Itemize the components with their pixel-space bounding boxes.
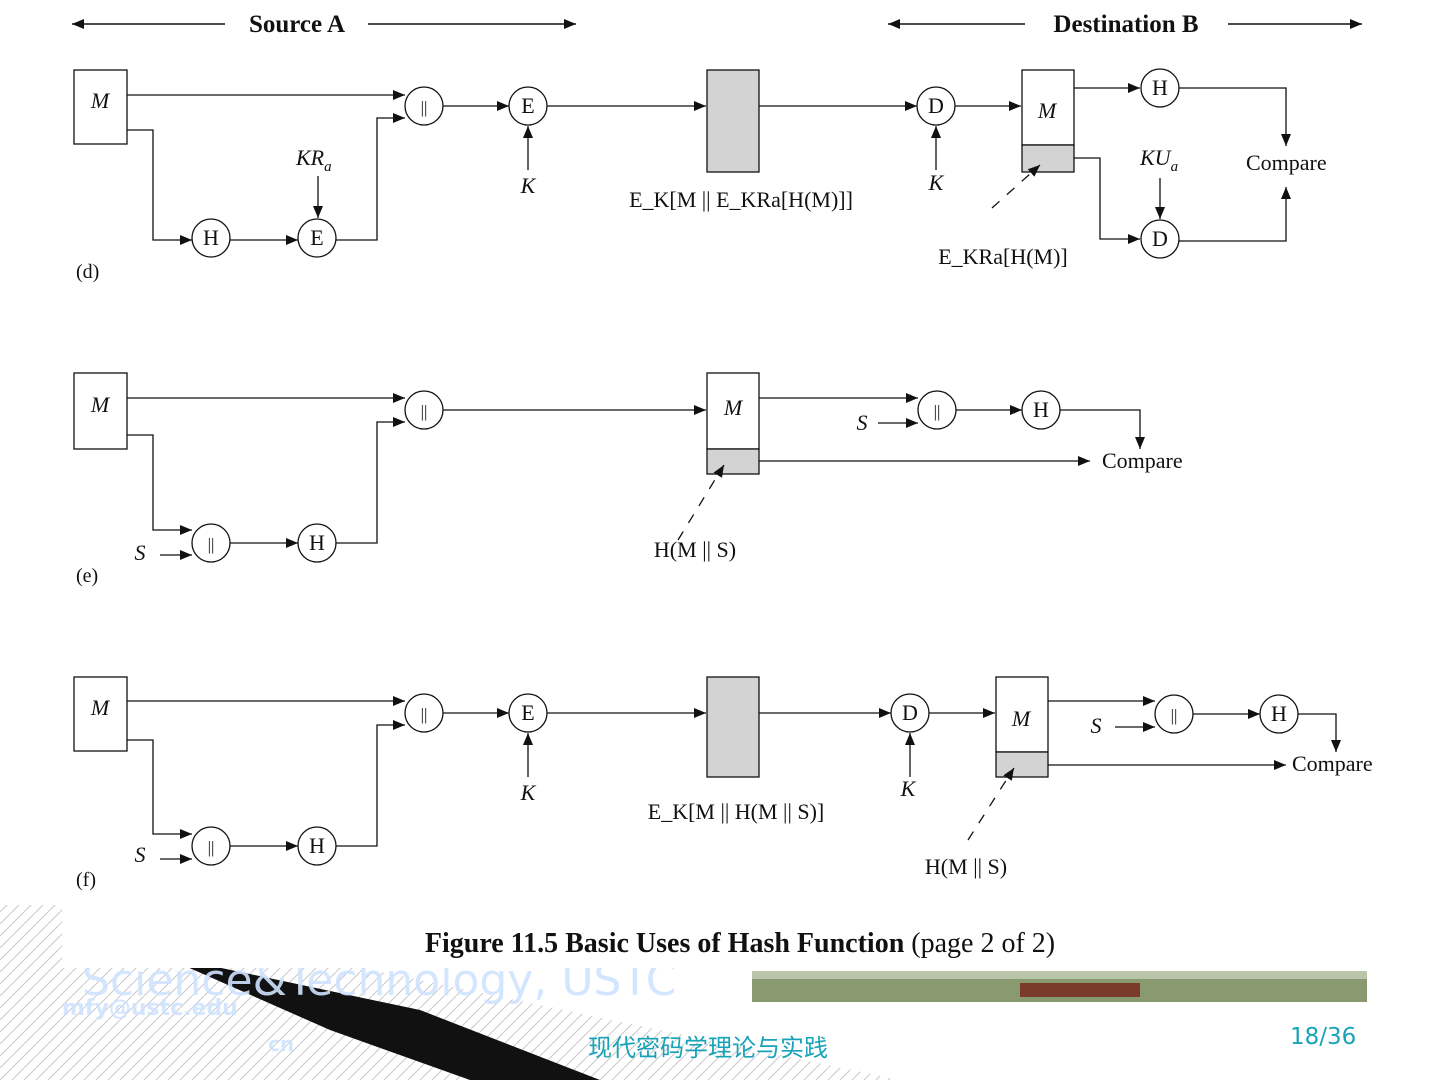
message-box-e (73, 372, 128, 450)
d-label: D (902, 700, 918, 725)
key-label: K (520, 780, 537, 805)
panel-tag-e: (e) (76, 565, 98, 587)
panel-d-text: M H E || E D H D M K K KRa KUa Compare E… (76, 75, 1327, 283)
watermark-email-tail: cn (268, 1032, 295, 1056)
h-label: H (203, 225, 219, 250)
page-number: 18/36 (1290, 1024, 1357, 1050)
code-label-d: E_KRa[H(M)] (938, 244, 1068, 269)
code-label-e: H(M || S) (654, 537, 736, 562)
hash-node-d (191, 218, 231, 258)
m-label: M (1037, 98, 1058, 123)
transmitted-block-f (706, 676, 760, 778)
concat-label: || (421, 402, 428, 421)
compare-label: Compare (1292, 751, 1373, 776)
m-label: M (90, 695, 111, 720)
salt-label: S (857, 410, 868, 435)
key-label: K (900, 776, 917, 801)
source-label: Source A (249, 11, 345, 38)
panel-e-text: M || H || M || H S S Compare H(M || S) (… (76, 392, 1183, 587)
compare-label: Compare (1102, 448, 1183, 473)
concat-label: || (421, 98, 428, 117)
encrypt-node-d-kra (297, 218, 337, 258)
concat-label: || (934, 402, 941, 421)
kua-label: KUa (1139, 145, 1178, 175)
panel-tag-d: (d) (76, 261, 99, 283)
panel-e (73, 372, 1145, 563)
figure-caption: Figure 11.5 Basic Uses of Hash Function … (425, 928, 1055, 959)
salt-label: S (135, 540, 146, 565)
decrypt-node-d-kua (1140, 219, 1180, 259)
transmitted-label-f: E_K[M || H(M || S)] (648, 799, 825, 824)
m-label: M (90, 88, 111, 113)
d-label: D (1152, 226, 1168, 251)
panel-f-text: M || H || E D M || H K K S S Compare E_K… (76, 695, 1373, 891)
d-label: D (928, 93, 944, 118)
salt-label: S (135, 842, 146, 867)
salt-label: S (1091, 713, 1102, 738)
h-label: H (1033, 397, 1049, 422)
key-label: K (520, 173, 537, 198)
compare-label: Compare (1246, 150, 1327, 175)
e-label: E (521, 700, 534, 725)
received-code-d (1021, 144, 1075, 173)
h-label: H (1271, 701, 1287, 726)
destination-header: Destination B (888, 11, 1362, 38)
e-label: E (310, 225, 323, 250)
watermark-email: mfy@ustc.edu (62, 996, 238, 1021)
destination-label: Destination B (1053, 11, 1198, 38)
received-code-f (995, 751, 1049, 778)
concat-label: || (208, 838, 215, 857)
concat-label: || (208, 535, 215, 554)
panel-f (73, 676, 1341, 866)
source-header: Source A (72, 11, 576, 38)
key-label: K (928, 170, 945, 195)
e-label: E (521, 93, 534, 118)
transmitted-block-d (706, 69, 760, 173)
received-message-f (995, 676, 1049, 753)
black-swoosh-decoration (160, 955, 600, 1080)
message-box-d (73, 69, 128, 145)
received-message-e (706, 372, 760, 450)
concat-label: || (421, 705, 428, 724)
concat-label: || (1171, 706, 1178, 725)
h-label: H (1152, 75, 1168, 100)
h-label: H (309, 530, 325, 555)
h-label: H (309, 833, 325, 858)
m-label: M (723, 395, 744, 420)
m-label: M (1011, 706, 1032, 731)
course-title: 现代密码学理论与实践 (588, 1034, 828, 1062)
m-label: M (90, 392, 111, 417)
message-box-f (73, 676, 128, 752)
received-code-e (706, 448, 760, 475)
panel-d (73, 68, 1291, 259)
panel-tag-f: (f) (76, 869, 96, 891)
transmitted-label-d: E_K[M || E_KRa[H(M)]] (629, 187, 853, 212)
kra-label: KRa (295, 145, 332, 175)
code-label-f: H(M || S) (925, 854, 1007, 879)
